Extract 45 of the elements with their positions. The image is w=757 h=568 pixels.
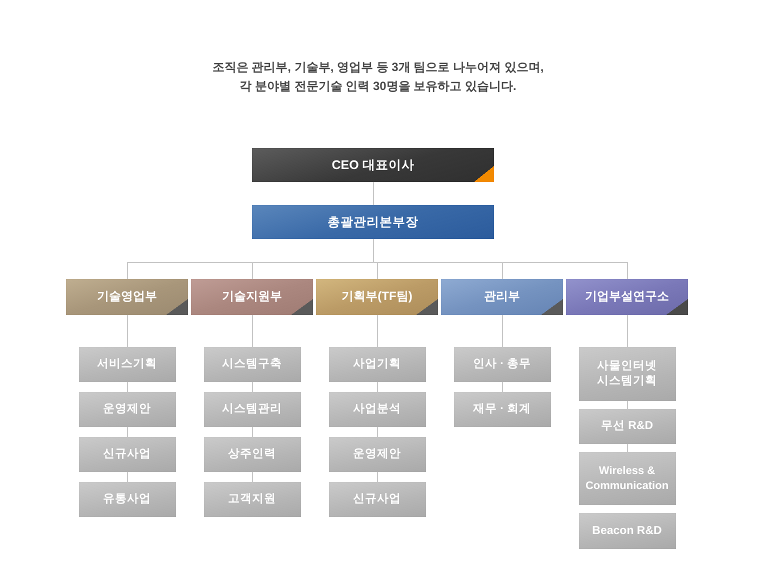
- connector-line: [377, 472, 378, 482]
- team-box: 상주인력: [204, 437, 300, 472]
- connector-line: [627, 314, 628, 348]
- team-box: 인사 · 총무: [454, 347, 550, 382]
- team-box: 시스템구축: [204, 347, 300, 382]
- manager-box: 총괄관리본부장: [252, 205, 494, 239]
- connector-line: [127, 314, 128, 348]
- connector-line: [252, 382, 253, 392]
- team-box: 운영제안: [328, 437, 426, 472]
- department-box: 기술영업부: [66, 279, 188, 315]
- team-box: Wireless & Communication: [578, 452, 676, 505]
- department-box: 기술지원부: [191, 279, 313, 315]
- team-box: Beacon R&D: [578, 513, 676, 549]
- intro-text: 조직은 관리부, 기술부, 영업부 등 3개 팀으로 나누어져 있으며, 각 분야별 전문기술 인력 30명을 보유하고 있습니다.: [211, 59, 545, 95]
- team-box: 고객지원: [204, 482, 300, 517]
- department-box: 기획부(TF팀): [316, 279, 438, 315]
- department-box: 기업부설연구소: [566, 279, 688, 315]
- connector-line: [252, 426, 253, 438]
- connector-line: [373, 238, 628, 280]
- connector-line: [377, 426, 378, 438]
- connector-line: [377, 314, 378, 348]
- connector-line: [502, 382, 503, 392]
- connector-line: [127, 472, 128, 482]
- connector-line: [127, 426, 128, 438]
- team-box: 유통사업: [78, 482, 176, 517]
- connector-line: [627, 400, 628, 410]
- team-box: 무선 R&D: [578, 409, 676, 444]
- connector-line: [377, 382, 378, 392]
- team-box: 신규사업: [328, 482, 426, 517]
- connector-line: [627, 444, 628, 452]
- connector-line: [373, 182, 374, 206]
- connector-line: [252, 472, 253, 482]
- team-box: 사업기획: [328, 347, 426, 382]
- team-box: 운영제안: [78, 392, 176, 427]
- team-box: 시스템관리: [204, 392, 300, 427]
- team-box: 서비스기획: [78, 347, 176, 382]
- executive-box: CEO 대표이사: [252, 148, 494, 182]
- connector-line: [252, 314, 253, 348]
- department-box: 관리부: [441, 279, 563, 315]
- team-box: 사업분석: [328, 392, 426, 427]
- connector-line: [127, 382, 128, 392]
- team-box: 재무 · 회계: [454, 392, 550, 427]
- team-box: 사물인터넷 시스템기획: [578, 347, 676, 401]
- team-box: 신규사업: [78, 437, 176, 472]
- connector-line: [502, 314, 503, 348]
